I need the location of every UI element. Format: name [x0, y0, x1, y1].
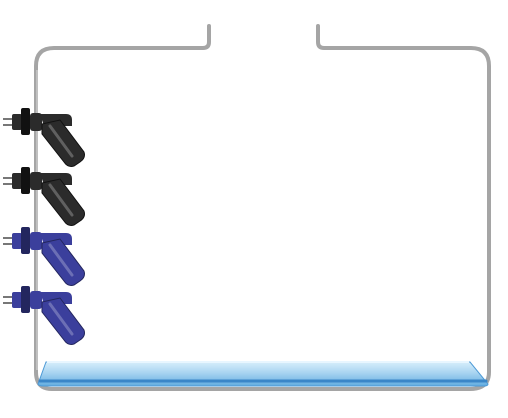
wire-pin	[3, 237, 15, 239]
switch-stem	[12, 233, 22, 249]
wire-pin	[3, 124, 15, 126]
switch-float-highlight	[48, 124, 74, 158]
wire-pin	[3, 177, 15, 179]
switch-body	[30, 232, 42, 250]
switch-float-highlight	[48, 243, 74, 277]
wire-pin	[3, 296, 15, 298]
switch-float-highlight	[48, 302, 74, 336]
switch-float	[41, 297, 85, 345]
switch-nut	[21, 286, 30, 313]
switch-body	[30, 113, 42, 131]
switch-nut	[21, 167, 30, 194]
switch-stem	[12, 114, 22, 130]
float-switch-icon	[3, 286, 85, 345]
float-switch-icon	[3, 167, 85, 226]
float-switch-icon	[3, 108, 85, 167]
switch-body	[30, 291, 42, 309]
switch-float-highlight	[48, 183, 74, 217]
switch-body	[30, 172, 42, 190]
float-switch-group	[3, 108, 85, 345]
wire-pin	[3, 118, 15, 120]
tank-wall-left	[34, 24, 491, 391]
switch-stem	[12, 173, 22, 189]
switch-float	[41, 119, 85, 167]
switch-nut	[21, 227, 30, 254]
wire-pin	[3, 183, 15, 185]
wire-pin	[3, 243, 15, 245]
water-body	[37, 361, 489, 387]
switch-float	[41, 178, 85, 226]
float-switch-icon	[3, 227, 85, 286]
switch-nut	[21, 108, 30, 135]
switch-float	[41, 238, 85, 286]
wire-pin	[3, 302, 15, 304]
switch-stem	[12, 292, 22, 308]
